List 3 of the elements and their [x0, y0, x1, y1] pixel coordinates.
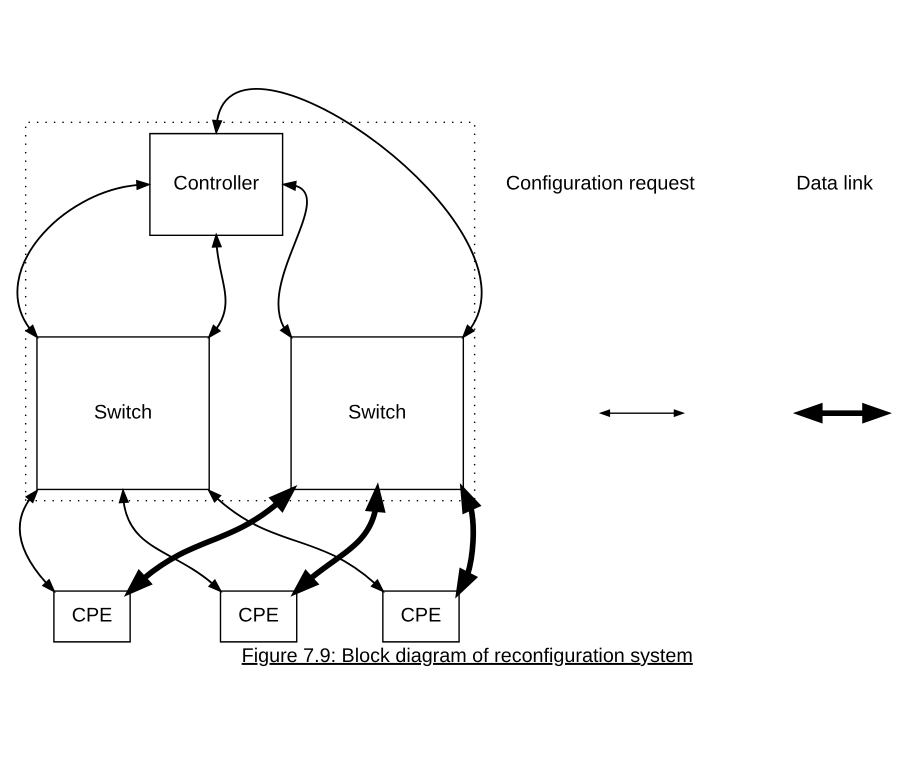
legend-label: Data link — [796, 172, 874, 194]
legend-label: Configuration request — [506, 172, 695, 194]
caption: Figure 7.9: Block diagram of reconfiguration system — [242, 644, 693, 666]
